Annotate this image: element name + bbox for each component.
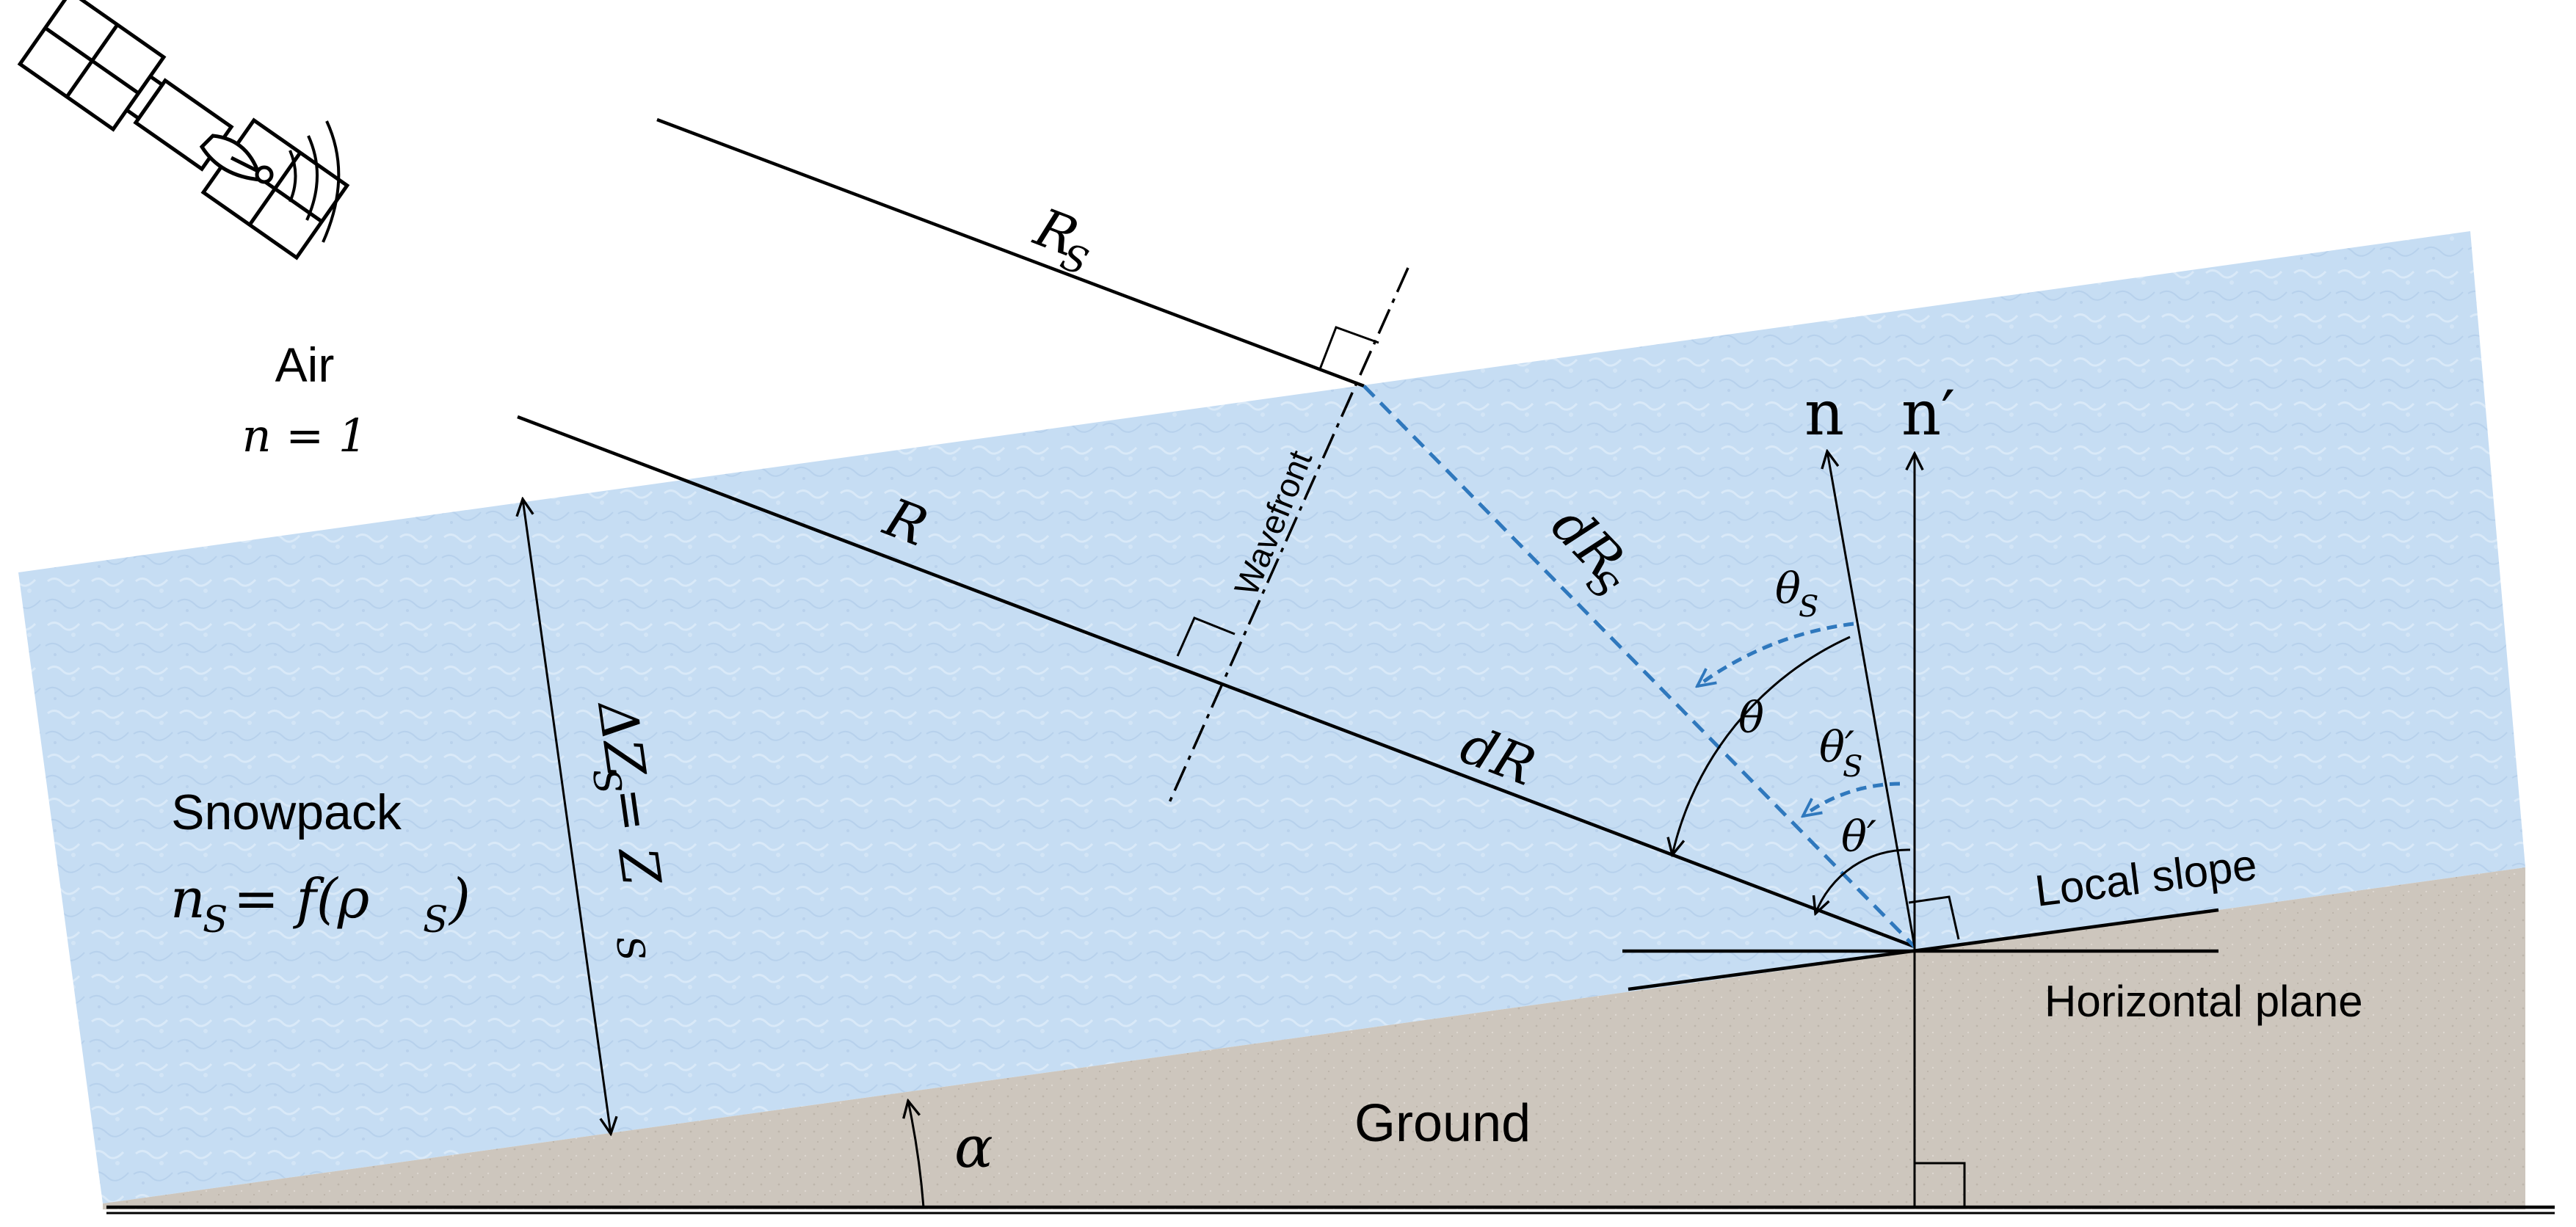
arc-theta-s <box>1697 622 1854 686</box>
label-snowpack-eq: = f(ρ <box>233 867 369 931</box>
delta-z-arrow <box>523 499 611 1134</box>
label-air: Air <box>275 338 335 392</box>
right-angle-marker-slope <box>1908 895 1960 940</box>
label-alpha: α <box>954 1115 993 1181</box>
label-theta-s-prime-sub: S <box>1843 750 1862 784</box>
label-theta-s-prime: θ′ <box>1819 722 1854 772</box>
right-angle-marker-r <box>1176 616 1236 657</box>
label-theta-s: θ <box>1775 564 1801 614</box>
right-angle-marker-base <box>1915 1162 1966 1207</box>
label-nprime: n′ <box>1901 377 1955 449</box>
ray-rs <box>656 117 1365 388</box>
ray-drs-dashed <box>1363 385 1916 948</box>
label-snowpack-n: n S = f(ρ S ) <box>170 867 471 941</box>
label-air-n: n = 1 <box>242 409 368 462</box>
label-dz-sub2: S <box>608 933 653 964</box>
right-angle-marker-rs <box>1318 326 1379 370</box>
arc-theta <box>1672 636 1851 855</box>
satellite-dish-icon <box>199 134 274 184</box>
arc-theta-s-prime <box>1803 782 1901 816</box>
signal-waves-icon <box>289 120 341 243</box>
label-ground: Ground <box>1354 1094 1531 1153</box>
label-horizontal-plane: Horizontal plane <box>2045 977 2363 1026</box>
label-snowpack-close: ) <box>448 867 471 931</box>
label-theta: θ <box>1738 693 1764 743</box>
snowpack-region <box>18 231 2525 1204</box>
satellite-icon <box>17 0 350 261</box>
label-dz-sub: S <box>584 766 630 797</box>
label-snowpack-rho-sub: S <box>423 898 448 941</box>
label-dz-main: ΔZ <box>586 696 658 782</box>
label-delta-z: ΔZ S = Z S <box>584 696 673 964</box>
label-theta-prime: θ′ <box>1841 812 1876 862</box>
ground-region <box>103 867 2525 1209</box>
normal-n <box>1827 451 1916 947</box>
ray-r <box>517 415 1915 949</box>
label-snowpack-n-sub: S <box>203 898 228 941</box>
label-snowpack-n-main: n <box>170 867 206 931</box>
label-dz-eq: = Z <box>598 784 673 891</box>
arc-theta-prime <box>1815 848 1911 914</box>
arc-alpha <box>908 1101 925 1208</box>
label-snowpack: Snowpack <box>171 784 402 840</box>
label-rs: R S <box>1026 196 1094 284</box>
wavefront-line <box>1166 267 1409 808</box>
label-n: n <box>1804 377 1844 449</box>
label-theta-s-sub: S <box>1799 590 1818 624</box>
